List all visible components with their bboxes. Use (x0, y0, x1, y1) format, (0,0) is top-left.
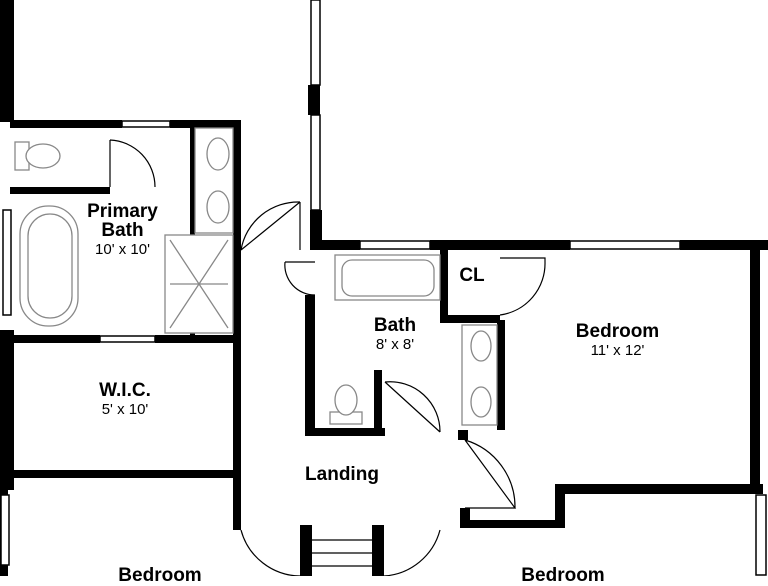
wall-primary-bottom-r (155, 335, 241, 343)
room-name-landing: Landing (305, 464, 379, 485)
door-closet (499, 257, 546, 316)
wall-bath-bottom (305, 428, 385, 436)
room-name-primary-line1: Primary (87, 201, 158, 222)
stairs (312, 539, 372, 567)
wall-primary-right (233, 120, 241, 250)
sink-bath-1-icon (470, 330, 492, 362)
room-label-wic: W.I.C. 5' x 10' (75, 381, 175, 417)
wall-left-upper (0, 0, 14, 122)
room-label-primary-bath: Primary Bath 10' x 10' (70, 202, 175, 257)
door-bath (384, 381, 441, 433)
room-name-bedroom-right: Bedroom (575, 321, 660, 342)
door-primary (240, 201, 301, 251)
wall-toilet-bottom (10, 187, 110, 194)
room-name-primary-line2: Bath (101, 220, 144, 241)
wall-vanity-right (497, 320, 505, 430)
wall-primary-top (10, 120, 122, 128)
room-dims-wic: 5' x 10' (101, 401, 149, 418)
wall-primary-right-lower (233, 250, 241, 530)
room-dims-bath: 8' x 8' (375, 336, 415, 353)
shower-primary-lines (169, 239, 229, 329)
door-bedroom (464, 439, 517, 509)
wall-bed-right (750, 240, 760, 490)
room-name-closet: CL (459, 265, 485, 286)
window-top-bed (569, 240, 681, 250)
wall-stair-r (372, 525, 384, 576)
wall-hall-upper (308, 85, 320, 115)
bathtub-primary-inner (27, 213, 73, 319)
door-bath-hall (284, 261, 316, 296)
wall-door-stub2 (460, 508, 470, 528)
wall-bed-right-lower (563, 484, 763, 494)
window-hall-2 (310, 114, 321, 211)
door-bottom-left (240, 529, 301, 576)
room-label-bedroom-right: Bedroom 11' x 12' (560, 322, 675, 358)
window-bottom-left (0, 494, 10, 566)
wall-door-stub (458, 430, 468, 440)
room-name-bath: Bath (373, 315, 417, 336)
fixtures (14, 127, 498, 426)
window-top-left (121, 120, 171, 128)
window-left-primary (2, 209, 12, 316)
toilet-bowl-bath-icon (334, 384, 358, 416)
room-dims-bedroom-right: 11' x 12' (590, 342, 645, 359)
wall-stair-l (300, 525, 312, 576)
doors (109, 139, 546, 576)
room-dims-primary-bath: 10' x 10' (95, 241, 150, 258)
bathtub-bath-inner (341, 259, 435, 297)
wall-closet-left (440, 250, 448, 320)
wall-top-mid (430, 240, 570, 250)
wall-bath-vertical (190, 128, 195, 338)
window-top-bath (359, 240, 431, 250)
wall-wic-bottom (10, 470, 240, 478)
sink-bath-2-icon (470, 386, 492, 418)
sink-primary-2-icon (206, 190, 230, 224)
door-toilet (109, 139, 156, 188)
window-primary-bottom (99, 335, 156, 343)
door-bottom-right (383, 529, 441, 576)
wall-primary-top-r (170, 120, 240, 128)
wall-closet-bottom (440, 315, 500, 323)
wall-left-mid (0, 330, 14, 490)
wall-top-right (680, 240, 768, 250)
wall-primary-bottom (10, 335, 100, 343)
window-bottom-right (755, 494, 767, 576)
window-hall-1 (310, 0, 321, 86)
wall-bed-bottom (462, 520, 564, 528)
wall-bath-left (305, 295, 315, 435)
sink-primary-1-icon (206, 137, 230, 171)
room-label-bath: Bath 8' x 8' (350, 316, 440, 352)
toilet-bowl-primary-icon (25, 143, 61, 169)
room-name-wic: W.I.C. (99, 380, 151, 401)
wall-top-bath (315, 240, 360, 250)
wall-bed-step (555, 484, 565, 528)
wall-bath-partition (374, 370, 382, 436)
